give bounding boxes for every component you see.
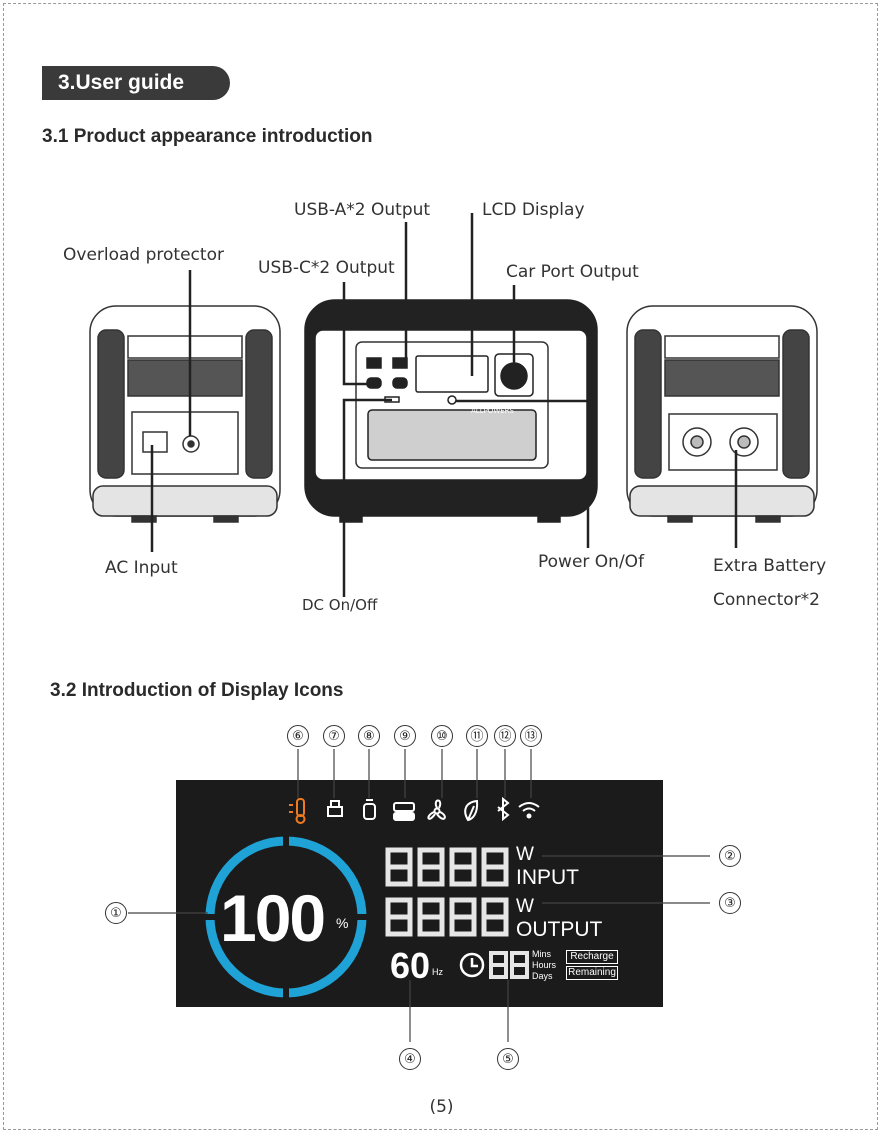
time-unit-mins: Mins [532, 949, 552, 959]
lcd-display: 100 % W INPUT W OUTPUT 60 Hz Mins Hours … [176, 780, 663, 1007]
input-label: INPUT [516, 866, 579, 889]
callout-usb-a-output: USB-A*2 Output [294, 200, 431, 220]
callout-lcd-display: LCD Display [482, 200, 585, 220]
marker-11: ⑪ [466, 725, 488, 747]
brand-label: ALLPOWERS [471, 407, 514, 415]
marker-6: ⑥ [287, 725, 309, 747]
callout-dc-on-off: DC On/Off [302, 596, 378, 614]
output-unit: W [516, 896, 534, 917]
marker-2: ② [719, 845, 741, 867]
callout-power-on-off: Power On/Of [538, 552, 645, 572]
marker-13: ⑬ [520, 725, 542, 747]
time-digits [489, 951, 529, 979]
callout-extra-battery-line2: Connector*2 [713, 590, 820, 610]
wifi-icon [518, 802, 540, 819]
subsection-title-display-icons: 3.2 Introduction of Display Icons [50, 680, 344, 701]
callout-leader-lines [150, 213, 738, 597]
marker-8: ⑧ [358, 725, 380, 747]
front-view [304, 299, 598, 523]
input-digits [385, 847, 509, 887]
page-number: (5) [429, 1097, 454, 1117]
callout-usb-c-output: USB-C*2 Output [258, 258, 395, 278]
car-charger-icon [363, 799, 376, 820]
section-title: 3.User guide [42, 66, 230, 100]
left-side-view [89, 305, 281, 523]
marker-10: ⑩ [431, 725, 453, 747]
callout-ac-input: AC Input [105, 558, 178, 578]
battery-percent-sign: % [336, 915, 349, 931]
frequency-unit: Hz [432, 967, 443, 977]
remaining-label: Remaining [566, 966, 618, 980]
output-digits [385, 897, 509, 937]
recharge-label: Recharge [566, 950, 618, 964]
callout-overload-protector: Overload protector [63, 245, 224, 265]
marker-3: ③ [719, 892, 741, 914]
fan-icon [427, 799, 446, 820]
marker-5: ⑤ [497, 1048, 519, 1070]
bluetooth-icon [497, 796, 510, 822]
frequency-value: 60 [390, 945, 431, 986]
right-side-view [626, 305, 818, 523]
callout-car-port-output: Car Port Output [506, 262, 639, 282]
eco-leaf-icon [464, 799, 479, 822]
clock-icon [459, 952, 485, 978]
marker-1: ① [105, 902, 127, 924]
output-label: OUTPUT [516, 918, 603, 941]
marker-4: ④ [399, 1048, 421, 1070]
ac-output-icon [393, 802, 415, 821]
input-unit: W [516, 844, 534, 865]
marker-9: ⑨ [394, 725, 416, 747]
marker-12: ⑫ [494, 725, 516, 747]
product-illustration [89, 213, 818, 597]
battery-percent-value: 100 [220, 881, 326, 955]
subsection-title-appearance: 3.1 Product appearance introduction [42, 126, 373, 147]
time-unit-hours: Hours [532, 960, 557, 970]
page-border [3, 3, 878, 1130]
marker-7: ⑦ [323, 725, 345, 747]
temperature-warning-icon [289, 798, 306, 824]
time-unit-days: Days [532, 971, 553, 981]
usb-icon [327, 800, 343, 817]
callout-extra-battery-line1: Extra Battery [713, 556, 827, 576]
